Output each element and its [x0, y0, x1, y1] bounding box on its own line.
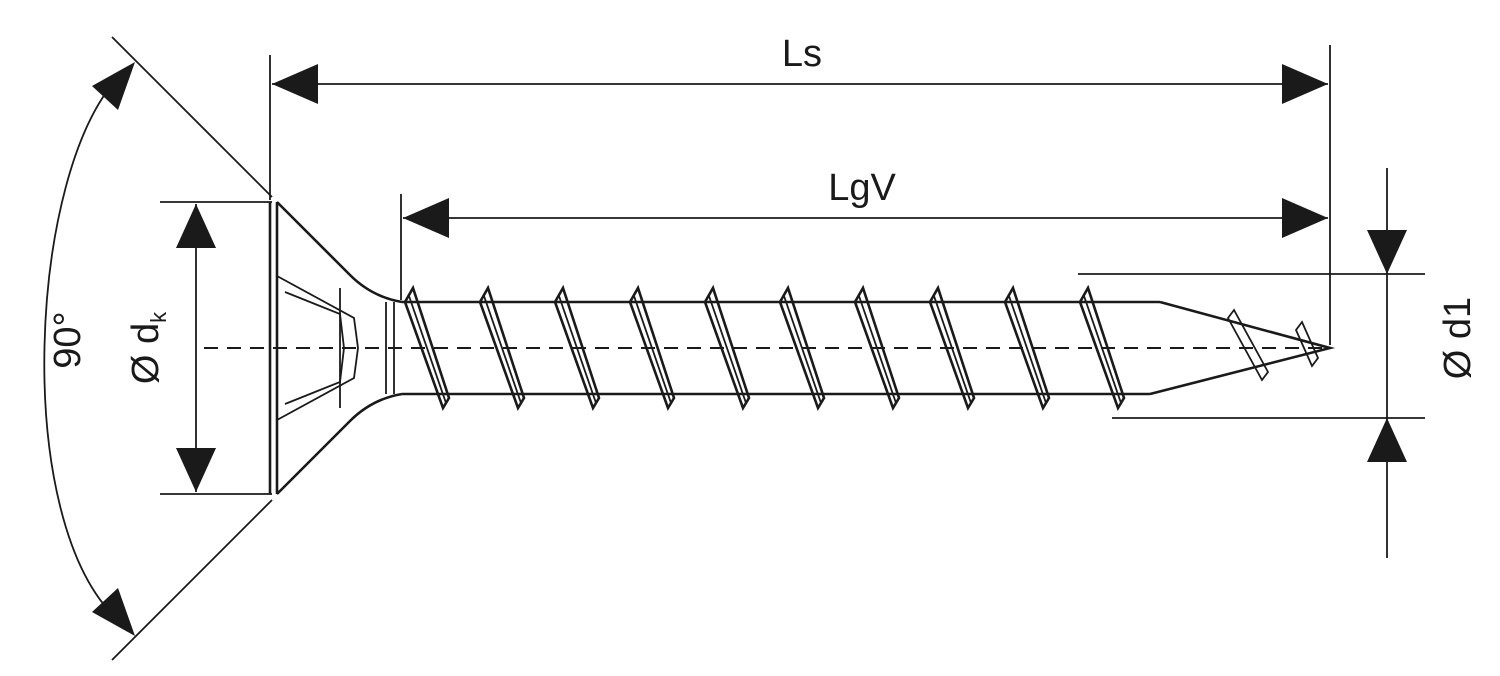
thread-turn	[553, 284, 601, 412]
thread-turn	[628, 284, 676, 412]
thread-turn	[403, 284, 451, 412]
screw-point	[1149, 300, 1336, 396]
ls-dimension: Ls	[269, 33, 1331, 345]
dk-label-subscript: k	[146, 311, 171, 323]
ls-label: Ls	[782, 33, 822, 75]
thread-turn	[1003, 284, 1051, 412]
head-cone-bottom	[276, 392, 403, 495]
thread-flank	[1008, 295, 1047, 404]
angle-arc	[43, 77, 119, 621]
angle-arrow-lower	[92, 588, 135, 636]
thread-flank	[558, 295, 597, 404]
thread-flank	[708, 295, 747, 404]
lgv-label: LgV	[828, 167, 896, 209]
thread-turn	[478, 284, 526, 412]
thread-turn	[928, 284, 976, 412]
angle-arrow-upper	[92, 62, 135, 110]
angle-dimension: 90°	[43, 36, 273, 661]
ls-arrow-right	[1282, 64, 1328, 104]
lgv-arrow-right	[1282, 198, 1328, 238]
svg-text:Ø dk: Ø dk	[125, 311, 171, 384]
dk-label: Ø d	[125, 323, 167, 384]
screw-head	[268, 201, 403, 495]
d1-label: Ø d1	[1437, 297, 1479, 379]
angle-extension-upper	[111, 36, 273, 198]
thread-turn	[703, 284, 751, 412]
dk-arrow-bottom	[176, 448, 216, 492]
lgv-dimension: LgV	[400, 167, 1328, 300]
thread-diameter-dimension: Ø d1	[1078, 168, 1479, 558]
drive-recess-inner	[284, 291, 345, 405]
thread-flank	[783, 295, 822, 404]
angle-label: 90°	[47, 311, 89, 368]
thread-turn	[1078, 284, 1126, 412]
dk-arrow-top	[176, 204, 216, 248]
thread-flank	[483, 295, 522, 404]
thread-flank	[1083, 295, 1122, 404]
screw-thread	[403, 284, 1320, 412]
d1-arrow-top	[1367, 230, 1407, 274]
thread-turn-point	[1294, 320, 1320, 368]
thread-turn	[778, 284, 826, 412]
thread-flank	[633, 295, 672, 404]
ls-arrow-left	[272, 64, 318, 104]
screw	[204, 201, 1336, 495]
lgv-arrow-left	[403, 198, 449, 238]
thread-turn-point	[1226, 308, 1270, 382]
thread-turn	[853, 284, 901, 412]
thread-flank	[408, 295, 447, 404]
head-diameter-dimension: Ø dk	[125, 201, 272, 495]
angle-extension-lower	[111, 499, 273, 661]
d1-arrow-bottom	[1367, 418, 1407, 462]
head-cone-top	[276, 201, 403, 304]
thread-flank	[933, 295, 972, 404]
thread-flank	[858, 295, 897, 404]
drive-recess-outline	[276, 275, 359, 421]
